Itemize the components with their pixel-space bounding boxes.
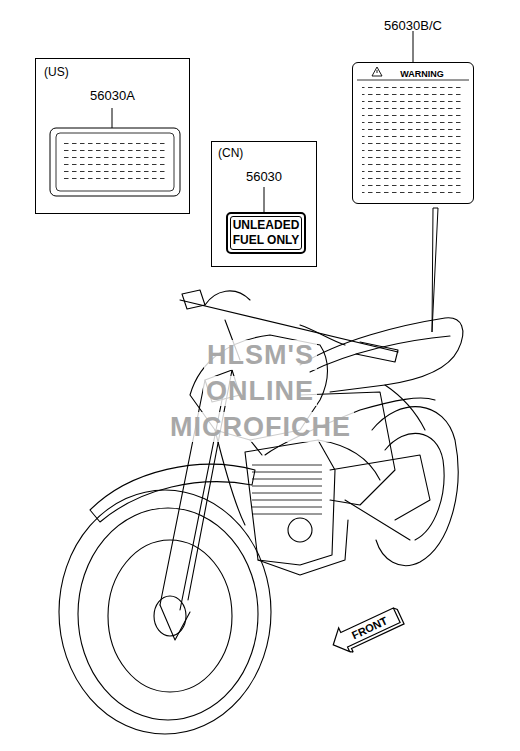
arrow-text: FRONT <box>330 609 399 651</box>
fuel-decal: UNLEADED FUEL ONLY <box>226 212 306 254</box>
front-arrow: FRONT <box>328 603 402 656</box>
warning-heading: WARNING <box>353 67 473 81</box>
region-code: (CN) <box>218 146 243 160</box>
us-label-box: (US) 56030A <box>35 58 190 214</box>
warning-decal-body <box>357 67 469 193</box>
warning-decal: 56030B/CWARNING <box>352 62 474 204</box>
part-number: 56030B/C <box>353 19 473 33</box>
region-code: (US) <box>44 65 69 79</box>
part-number: 56030A <box>36 89 189 103</box>
watermark: HLSM'S <box>204 340 317 370</box>
us-decal <box>50 128 180 196</box>
cn-label-box: (CN) 56030UNLEADED FUEL ONLY <box>211 141 317 267</box>
watermark: MICROFICHE <box>167 412 354 442</box>
decal-text: UNLEADED FUEL ONLY <box>232 218 300 248</box>
motorcycle <box>59 290 463 734</box>
watermark: ONLINE <box>203 376 317 406</box>
leader-line <box>432 208 438 332</box>
part-number: 56030 <box>212 170 316 184</box>
